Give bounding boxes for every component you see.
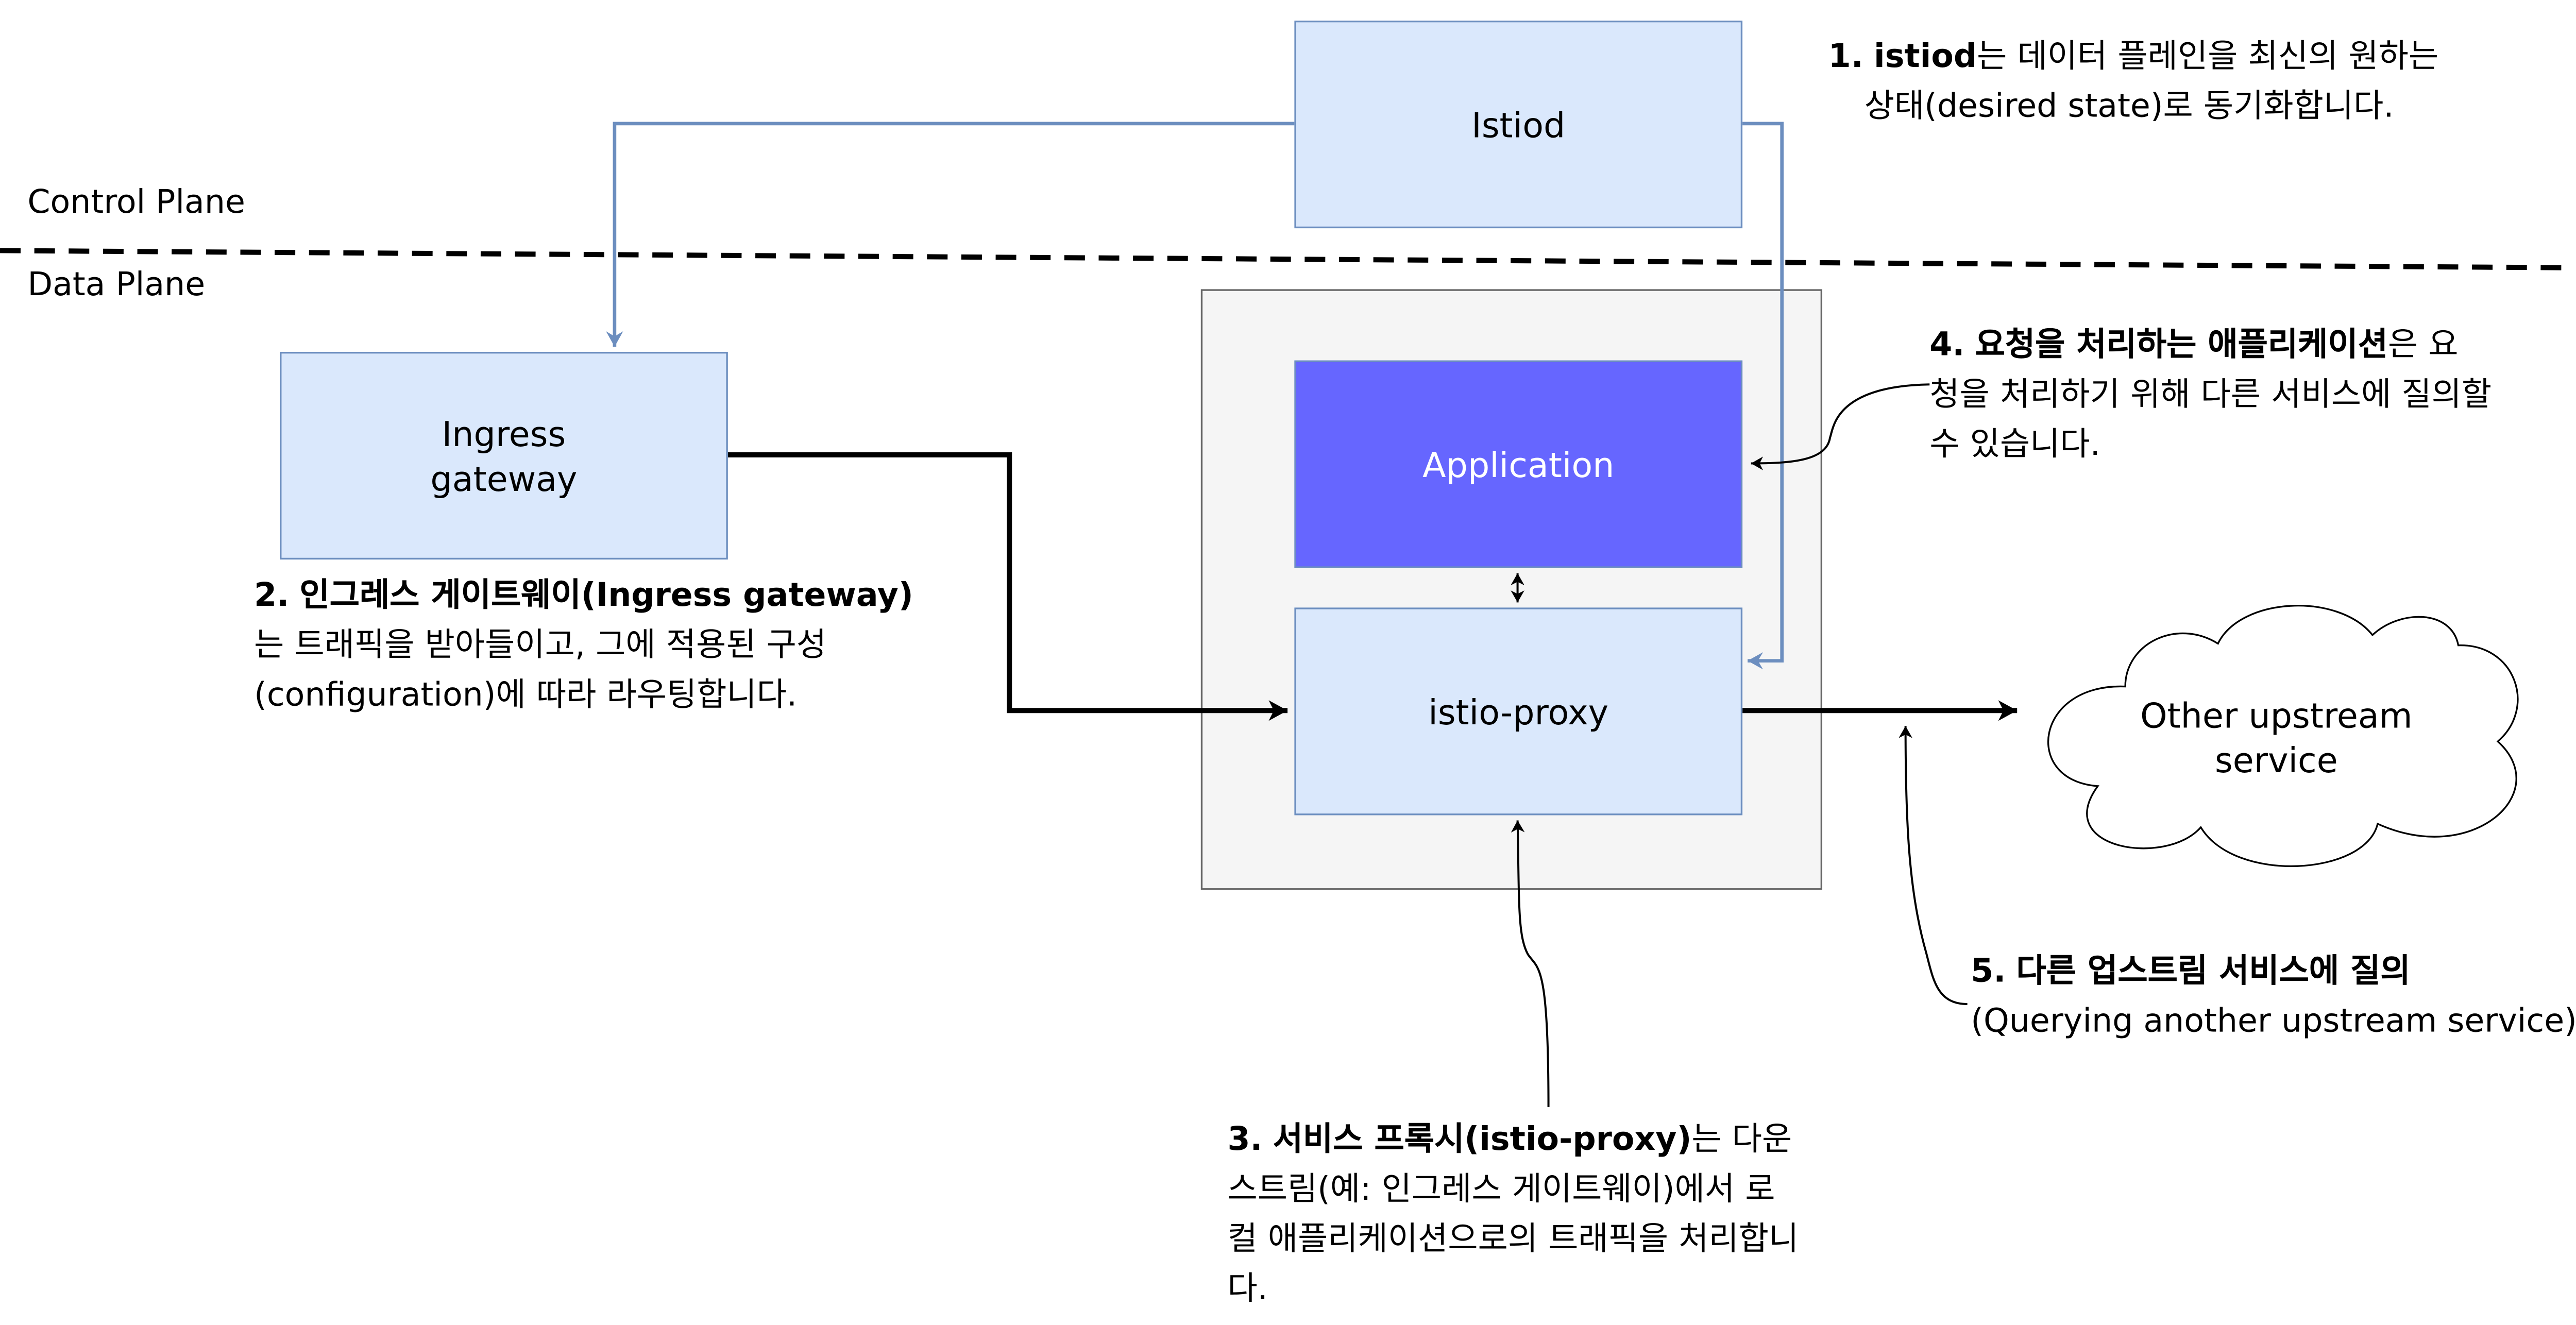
note5-callout-arrow [1899,726,1968,1005]
note-1-text1: 는 데이터 플레인을 최신의 원하는 [1977,38,2439,76]
note-1-bold: istiod [1873,38,1977,76]
istiod-to-proxy-connector [1742,122,1784,670]
note-3-text3: 컬 애플리케이션으로의 트래픽을 처리합니 [1227,1220,1799,1259]
note-2-bold: 인그레스 게이트웨이(Ingress gateway) [299,576,913,615]
application-node: Application [1294,360,1743,568]
note-4: 4. 요청을 처리하는 애플리케이션은 요 청을 처리하기 위해 다른 서비스에… [1929,321,2492,470]
upstream-service-label: Other upstream service [2098,687,2455,790]
note-1-number: 1. [1828,38,1863,76]
note-1-text2: 상태(desired state)로 동기화합니다. [1864,87,2394,126]
istio-proxy-label: istio-proxy [1428,690,1609,732]
note-3-text2: 스트림(예: 인그레스 게이트웨이)에서 로 [1227,1170,1775,1209]
note3-callout-arrow [1511,820,1550,1107]
note-3-text1: 는 다운 [1691,1120,1792,1159]
note-4-text3: 수 있습니다. [1929,426,2100,464]
note-5-number: 5. [1971,953,2006,991]
ingress-gateway-node: Ingress gateway [280,351,728,560]
note-3-bold: 서비스 프록시(istio-proxy) [1273,1120,1692,1159]
note-4-number: 4. [1929,326,1965,364]
note-3-number: 3. [1227,1120,1263,1159]
control-plane-label: Control Plane [27,183,245,222]
istiod-label: Istiod [1471,104,1566,145]
note-2-text2: (configuration)에 따라 라우팅합니다. [254,676,798,714]
note-2: 2. 인그레스 게이트웨이(Ingress gateway) 는 트래픽을 받아… [254,571,913,721]
plane-divider-line [0,248,2572,270]
ingress-to-proxy-traffic-arrow [727,452,1288,721]
note-1: 1. istiod는 데이터 플레인을 최신의 원하는 상태(desired s… [1828,32,2438,132]
upstream-service-label-line2: service [2214,739,2338,781]
istio-proxy-node: istio-proxy [1294,607,1743,816]
note-3-text4: 다. [1227,1270,1268,1308]
note-3: 3. 서비스 프록시(istio-proxy)는 다운 스트림(예: 인그레스 … [1227,1116,1799,1315]
ingress-gateway-label-line2: gateway [430,457,578,499]
istiod-to-ingress-connector [606,122,1295,347]
upstream-service-cloud [2047,605,2519,868]
data-plane-label: Data Plane [27,266,206,304]
note-2-text1: 는 트래픽을 받아들이고, 그에 적용된 구성 [254,626,827,665]
upstream-service-label-line1: Other upstream [2140,695,2413,737]
note-5-bold: 다른 업스트림 서비스에 질의 [2016,953,2411,991]
application-label: Application [1422,444,1615,485]
ingress-gateway-label-line1: Ingress [442,413,566,454]
note-4-text2: 청을 처리하기 위해 다른 서비스에 질의할 [1929,376,2492,414]
note-4-text1: 은 요 [2387,326,2459,364]
note-4-bold: 요청을 처리하는 애플리케이션 [1975,326,2388,364]
note-2-number: 2. [254,576,290,615]
note-5: 5. 다른 업스트림 서비스에 질의 (Querying another ups… [1971,947,2576,1047]
note4-callout-arrow [1751,383,1930,470]
istiod-node: Istiod [1294,20,1743,229]
note-5-text1: (Querying another upstream service) [1971,1002,2576,1040]
